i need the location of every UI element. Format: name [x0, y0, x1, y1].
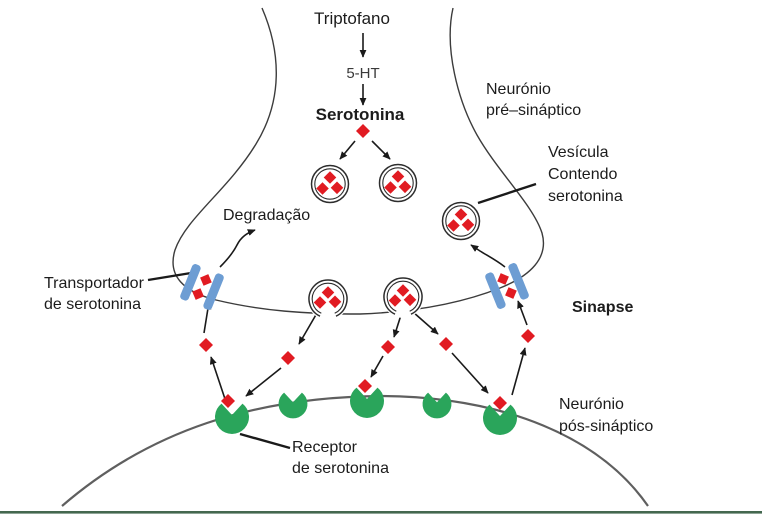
serotonin-molecule-docked [493, 396, 507, 410]
label-transporter: Transportador de serotonina [44, 275, 144, 313]
serotonin-receptor [215, 403, 249, 434]
label-receptor: Receptor de serotonina [292, 439, 389, 477]
serotonin-molecule [356, 124, 370, 138]
serotonin-molecule [521, 329, 535, 343]
vesicle-pointer-line [477, 182, 537, 205]
serotonin-molecule [381, 340, 395, 354]
serotonin-receptor [278, 392, 308, 419]
label-presynaptic-neuron: Neurónio pré–sináptico [486, 81, 582, 119]
receptor-pointer-line [239, 432, 291, 450]
vesicle-1 [312, 166, 349, 203]
arrow-reuptake-left-1 [209, 356, 226, 400]
flow-arrows [203, 33, 528, 400]
arrow-reuptake-right-1 [511, 347, 527, 396]
arrow-release-left-1 [298, 312, 318, 345]
fused-vesicle-2 [382, 276, 424, 318]
vesicle-2 [380, 165, 417, 202]
arrow-degradation [219, 229, 256, 268]
label-postsynaptic-neuron: Neurónio pós-sináptico [559, 396, 654, 435]
serotonin-receptor [350, 387, 384, 418]
arrow-release-mid-1 [392, 314, 402, 338]
label-triptofano: Triptofano [314, 9, 390, 28]
label-degradation: Degradação [223, 207, 311, 224]
serotonin-transporter-left [180, 264, 224, 310]
serotonin-transporter-right [485, 263, 529, 309]
label-vesicle: Vesícula Contendo serotonina [548, 144, 623, 205]
presynaptic-membrane [172, 7, 545, 315]
arrow-release-right-1 [412, 311, 439, 335]
serotonin-molecule [439, 337, 453, 351]
serotonin-molecule-docked [358, 379, 372, 393]
serotonin-molecule [281, 351, 295, 365]
transporter-pointer-line [147, 271, 192, 282]
arrow-release-left-2 [245, 367, 282, 397]
fused-vesicle-1 [307, 278, 349, 320]
label-synapse: Sinapse [572, 299, 634, 316]
serotonin-molecules [199, 124, 535, 410]
vesicle-3 [443, 203, 480, 240]
arrow-refill-vesicle [470, 244, 506, 268]
serotonin-molecule [199, 338, 213, 352]
arrow-reuptake-right-2 [517, 300, 528, 326]
serotonin-receptor [422, 392, 452, 419]
label-pointer-lines [147, 182, 537, 450]
footer-rule [0, 511, 762, 514]
label-5ht: 5-HT [346, 65, 380, 82]
label-serotonina: Serotonina [315, 105, 405, 124]
arrow-serotonin-vesicle2 [371, 140, 391, 160]
arrow-serotonin-vesicle1 [339, 140, 356, 160]
arrow-release-right-2 [451, 352, 489, 394]
serotonin-receptors [215, 387, 517, 435]
arrow-release-mid-2 [370, 355, 384, 378]
